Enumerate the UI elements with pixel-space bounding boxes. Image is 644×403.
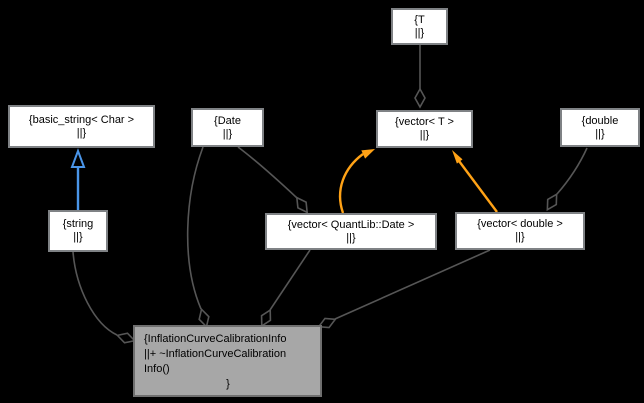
edge-double-to-vector-double [556, 147, 588, 195]
node-line: {vector< T > [395, 116, 454, 128]
template-arrowhead-icon [361, 149, 375, 159]
aggregation-diamond-icon [546, 192, 558, 212]
edge-vector-double-to-main [334, 249, 491, 320]
node-line: ||} [222, 127, 233, 140]
node-date[interactable]: {Date ||} [191, 108, 264, 147]
node-t[interactable]: {T ||} [391, 8, 448, 45]
node-line: ||} [414, 26, 425, 39]
edge-vector-double-to-vector-t [458, 160, 498, 213]
edge-vector-date-to-vector-t [338, 153, 364, 214]
node-line: ||+ ~InflationCurveCalibration [144, 348, 287, 360]
edge-date-to-vector-date [237, 146, 298, 199]
node-inflation-curve-calibration-info: {InflationCurveCalibrationInfo ||+ ~Infl… [133, 325, 322, 397]
template-arrowhead-icon [452, 150, 463, 164]
node-line: {InflationCurveCalibrationInfo [144, 333, 287, 345]
node-basic-string[interactable]: {basic_string< Char > ||} [8, 105, 155, 148]
aggregation-diamond-icon [295, 196, 309, 214]
node-vector-double[interactable]: {vector< double > ||} [455, 212, 585, 250]
node-line: ||} [419, 129, 430, 141]
aggregation-diamond-icon [414, 87, 426, 109]
node-double[interactable]: {double ||} [560, 108, 640, 147]
edge-date-to-main [186, 146, 204, 310]
node-line: {T [414, 13, 425, 26]
node-line: ||} [595, 127, 605, 140]
node-line: Info() [144, 363, 170, 375]
node-line: ||} [515, 231, 525, 243]
node-line: {vector< QuantLib::Date > [287, 218, 415, 231]
node-vector-quantlib-date[interactable]: {vector< QuantLib::Date > ||} [265, 213, 437, 250]
node-line: {Date [214, 114, 241, 127]
node-line: ||} [346, 231, 356, 244]
node-line: ||} [73, 231, 83, 243]
node-line: } [226, 378, 230, 390]
node-line: ||} [76, 126, 87, 139]
edge-vector-date-to-main [269, 249, 311, 311]
edge-string-to-main [72, 251, 118, 336]
node-line: {string [62, 218, 94, 230]
node-vector-t[interactable]: {vector< T > ||} [376, 110, 473, 148]
node-line: {basic_string< Char > [28, 113, 135, 126]
node-line: {double [581, 114, 619, 127]
node-string[interactable]: {string ||} [48, 210, 108, 252]
inheritance-arrowhead-icon [70, 148, 86, 168]
node-line: {vector< double > [477, 218, 563, 230]
